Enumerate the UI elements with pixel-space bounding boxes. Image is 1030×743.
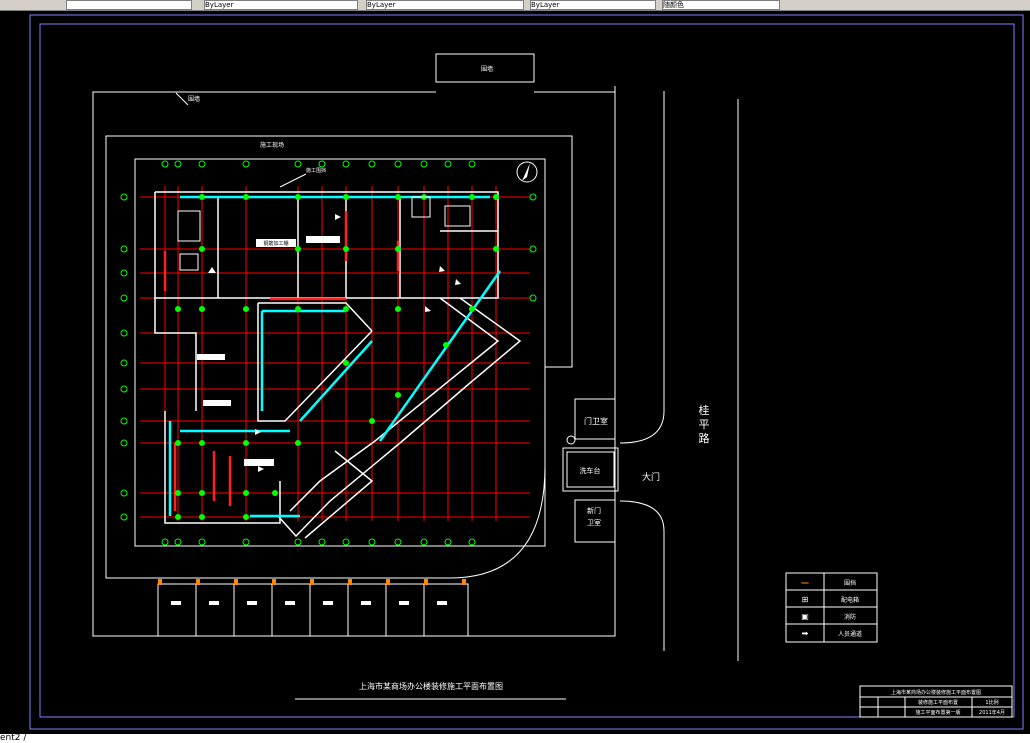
- columns: [175, 194, 499, 520]
- corner-label: 围墙: [188, 95, 200, 103]
- gate-pivot-icon: [566, 435, 576, 445]
- legend-label-1: 配电箱: [841, 596, 859, 604]
- main-gate-label: 大门: [642, 471, 660, 483]
- plotstyle-value: 随颜色: [663, 1, 684, 9]
- title-block-row2b: 装修施工平面布置: [918, 699, 958, 706]
- title-block: 上海市某商场办公楼装修施工平面布置图 装修施工平面布置 1比例 施工平面布置第一…: [859, 685, 1013, 718]
- parking-markers: [158, 579, 466, 585]
- temp-fence-label: 施工围挡: [306, 167, 326, 174]
- red-walls: [163, 211, 400, 511]
- drawing-canvas[interactable]: 围墙 围墙 施工现场: [0, 11, 1030, 734]
- room-box-1: [256, 239, 296, 247]
- car-wash-label: 洗车台: [580, 466, 601, 475]
- legend-symbol-3: ➡: [802, 629, 809, 638]
- diagonal-wing: [277, 297, 522, 539]
- plotstyle-dropdown[interactable]: 随颜色: [662, 0, 780, 10]
- toolbar: ByLayer ByLayer ByLayer 随颜色: [0, 0, 1030, 11]
- site-label: 施工现场: [260, 141, 284, 149]
- room-box-2: [306, 236, 340, 243]
- road: [619, 91, 739, 661]
- legend-label-0: 围挡: [844, 579, 856, 587]
- stairs: [177, 196, 471, 271]
- sheet-border-inner: [39, 23, 1015, 718]
- layer-dropdown[interactable]: [66, 0, 192, 10]
- guard-room-label: 门卫室: [584, 416, 608, 426]
- linetype-value: ByLayer: [367, 1, 396, 9]
- title-block-row3c: 2011年4月: [979, 709, 1005, 716]
- car-wash-inner: [566, 451, 615, 488]
- room-box-4: [197, 354, 225, 360]
- drawing-title: 上海市某商场办公楼装修施工平面布置图: [359, 681, 503, 691]
- legend: ━━ 围挡 ⊞ 配电箱 ▣ 消防 ➡ 人员通道: [785, 572, 878, 643]
- parking-labels: [171, 601, 447, 605]
- title-block-row3b: 施工平面布置第一版: [915, 709, 960, 716]
- room-box-5: [203, 400, 231, 406]
- building-walls: [154, 191, 499, 524]
- title-block-row1: 上海市某商场办公楼装修施工平面布置图: [891, 689, 981, 696]
- arrow-icons: [208, 214, 461, 472]
- legend-label-3: 人员通道: [838, 630, 862, 638]
- top-gate-label: 围墙: [481, 65, 493, 73]
- legend-symbol-2: ▣: [801, 612, 809, 621]
- layout-tab-bar: ent2 /: [0, 734, 1030, 743]
- legend-symbol-0: ━━: [800, 580, 809, 587]
- room-label-1: 钢筋加工棚: [263, 240, 288, 247]
- color-dropdown[interactable]: ByLayer: [204, 0, 358, 10]
- axis-bubbles: [120, 160, 537, 546]
- room-box-3: [244, 459, 274, 466]
- linetype-dropdown[interactable]: ByLayer: [366, 0, 524, 10]
- parking-row: [157, 583, 469, 637]
- guard-room: [574, 398, 616, 440]
- top-gate-box: [435, 53, 535, 83]
- lineweight-value: ByLayer: [531, 1, 560, 9]
- cyan-walls: [168, 195, 502, 518]
- car-wash-outer: [562, 447, 619, 492]
- road-name: 桂平路: [699, 403, 710, 445]
- new-gate-label: 新门卫室: [587, 506, 601, 527]
- new-guard-room: [574, 499, 616, 543]
- axis-frame: [134, 158, 546, 547]
- sheet-border-outer: [29, 14, 1024, 730]
- site-boundary: [92, 86, 616, 637]
- legend-symbol-1: ⊞: [802, 595, 809, 604]
- color-value: ByLayer: [205, 1, 234, 9]
- legend-label-2: 消防: [844, 613, 856, 621]
- cad-drawing: 围墙 围墙 施工现场: [29, 14, 1024, 730]
- title-block-row2c: 1比例: [985, 699, 998, 706]
- north-arrow-icon: [516, 161, 538, 183]
- lineweight-dropdown[interactable]: ByLayer: [530, 0, 656, 10]
- layout-tab[interactable]: ent2 /: [0, 733, 27, 743]
